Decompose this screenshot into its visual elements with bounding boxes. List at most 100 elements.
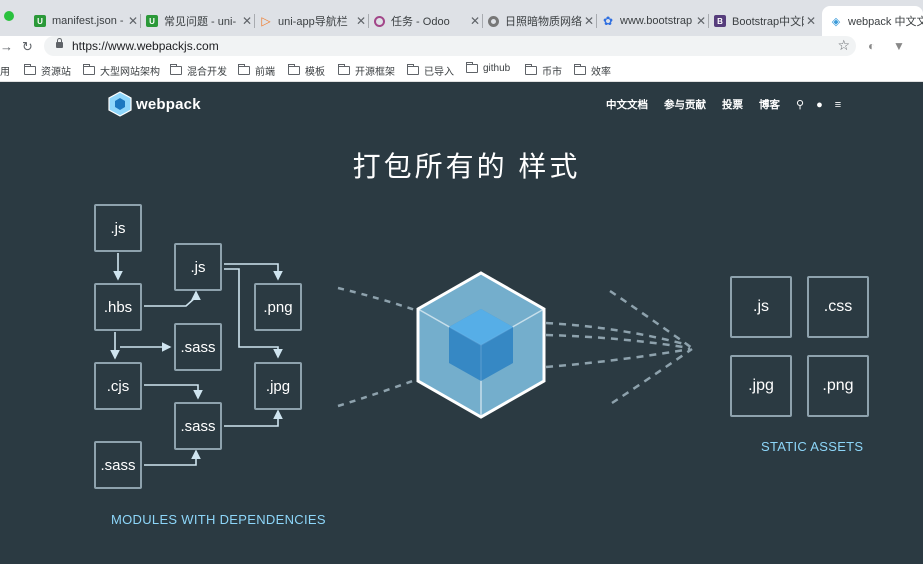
tab-title: manifest.json - (52, 15, 124, 27)
module-box: .sass (94, 441, 142, 489)
bookmark-folder[interactable]: 效率 (574, 63, 611, 78)
close-icon[interactable]: ✕ (127, 14, 139, 28)
module-box: .sass (174, 402, 222, 450)
bookmark-folder[interactable]: 混合开发 (170, 63, 227, 78)
github-icon[interactable]: ● (816, 98, 823, 111)
bookmark-folder[interactable]: 开源框架 (338, 63, 395, 78)
lock-icon[interactable] (56, 38, 63, 48)
tab-title: 常见问题 - uni- (164, 16, 237, 28)
browser-tab[interactable]: U manifest.json - ✕ (30, 6, 141, 36)
tab-separator (482, 14, 483, 28)
bookmark-folder[interactable]: 资源站 (24, 63, 71, 78)
tab-strip: U manifest.json - ✕ U 常见问题 - uni- ✕ ▷ un… (0, 0, 923, 36)
flow-line (611, 347, 693, 405)
webpack-page: webpack 中文文档 参与贡献 投票 博客 ⚲ ● ≡ 打包所有的 样式 .… (0, 83, 923, 564)
browser-tab[interactable]: B Bootstrap中文网 ✕ (712, 6, 818, 36)
flow-line (337, 286, 419, 313)
url-text[interactable]: https://www.webpackjs.com (72, 39, 219, 53)
nav-link-vote[interactable]: 投票 (722, 99, 743, 111)
stackoverflow-icon[interactable]: ≡ (834, 98, 842, 111)
folder-icon (525, 64, 537, 75)
dependency-arrows (110, 253, 283, 466)
close-icon[interactable]: ✕ (355, 14, 367, 28)
window-maximize-dot[interactable] (4, 11, 14, 21)
webpack-logo-icon (108, 91, 132, 117)
arrow-cjs-to-sass (144, 384, 203, 400)
close-icon[interactable]: ✕ (241, 14, 253, 28)
flow-line (545, 347, 691, 369)
flow-line (337, 377, 419, 408)
input-flow-lines (337, 286, 419, 408)
close-icon[interactable]: ✕ (583, 14, 595, 28)
folder-icon (466, 62, 478, 73)
extension-icon[interactable]: ◐ (868, 39, 876, 53)
odoo-icon (374, 15, 385, 27)
search-icon[interactable]: ⚲ (796, 99, 805, 111)
bookmark-label: 大型网站架构 (100, 67, 160, 78)
arrow-js-to-png (224, 263, 283, 281)
extension-icon[interactable]: ▼ (893, 39, 905, 53)
nav-link-docs[interactable]: 中文文档 (606, 99, 648, 111)
close-icon[interactable]: ✕ (805, 14, 817, 28)
bundling-diagram (110, 253, 693, 466)
uni-app-icon: U (34, 15, 46, 27)
page-headline: 打包所有的 样式 (352, 151, 581, 182)
bootstrap-icon: B (714, 15, 726, 27)
webpack-icon: ◈ (831, 15, 841, 28)
logo-text: webpack (136, 95, 201, 113)
arrow-sass-to-jpg (224, 409, 283, 427)
tab-separator (254, 14, 255, 28)
arrow-hbs-to-js (144, 290, 201, 307)
close-icon[interactable]: ✕ (469, 14, 481, 28)
bookmark-folder[interactable]: 已导入 (407, 63, 454, 78)
bookmark-folder[interactable]: 模板 (288, 63, 325, 78)
bookmark-label: 开源框架 (355, 67, 395, 78)
browser-tab[interactable]: ▷ uni-app导航栏 ✕ (258, 6, 369, 36)
asset-box: .js (730, 276, 792, 338)
folder-icon (170, 64, 182, 75)
address-bar[interactable]: https://www.webpackjs.com ☆ (44, 36, 856, 56)
close-icon[interactable]: ✕ (695, 14, 707, 28)
folder-icon (24, 64, 36, 75)
globe-icon (488, 15, 499, 27)
browser-tab-active[interactable]: ◈ webpack 中文文档 (822, 6, 923, 36)
module-box: .png (254, 283, 302, 331)
reload-icon[interactable]: ↻ (22, 39, 33, 54)
bookmark-star-icon[interactable]: ☆ (837, 37, 850, 53)
browser-tab[interactable]: 任务 - Odoo ✕ (372, 6, 483, 36)
bookmark-item[interactable]: 用 (0, 63, 10, 78)
folder-icon (83, 64, 95, 75)
browser-tab[interactable]: ✿ www.bootstrap ✕ (600, 6, 709, 36)
bookmark-label: 混合开发 (187, 67, 227, 78)
nav-link-blog[interactable]: 博客 (759, 99, 780, 111)
module-box: .hbs (94, 283, 142, 331)
bookmark-label: 效率 (591, 67, 611, 78)
bookmark-folder[interactable]: 币市 (525, 63, 562, 78)
module-box: .sass (174, 323, 222, 371)
assets-caption: STATIC ASSETS (761, 439, 864, 454)
module-box: .jpg (254, 362, 302, 410)
flow-line (545, 333, 691, 350)
bookmark-folder[interactable]: github (466, 62, 511, 74)
bookmark-folder[interactable]: 大型网站架构 (83, 63, 160, 78)
module-box: .js (174, 243, 222, 291)
folder-icon (338, 64, 350, 75)
browser-toolbar: → ↻ https://www.webpackjs.com ☆ ◐ ▼ (0, 36, 923, 58)
folder-icon (407, 64, 419, 75)
browser-tab[interactable]: U 常见问题 - uni- ✕ (144, 6, 255, 36)
bookmark-label: github (483, 63, 511, 74)
modules-caption: MODULES WITH DEPENDENCIES (111, 512, 326, 527)
site-nav: 中文文档 参与贡献 投票 博客 ⚲ ● ≡ (606, 97, 853, 112)
browser-tab[interactable]: 日照暗物质网络 ✕ (486, 6, 597, 36)
folder-icon (288, 64, 300, 75)
bookmark-folder[interactable]: 前端 (238, 63, 275, 78)
forward-icon[interactable]: → (0, 39, 13, 54)
webpack-logo[interactable]: webpack (108, 91, 201, 117)
bookmarks-bar: 用 资源站 大型网站架构 混合开发 前端 模板 开源框架 已导入 github … (0, 58, 923, 82)
arrow-sass-to-sass (144, 449, 201, 466)
webpack-cube (416, 271, 546, 419)
folder-icon (238, 64, 250, 75)
nav-link-contribute[interactable]: 参与贡献 (664, 99, 706, 111)
tab-title: uni-app导航栏 (278, 16, 348, 28)
tab-separator (140, 14, 141, 28)
